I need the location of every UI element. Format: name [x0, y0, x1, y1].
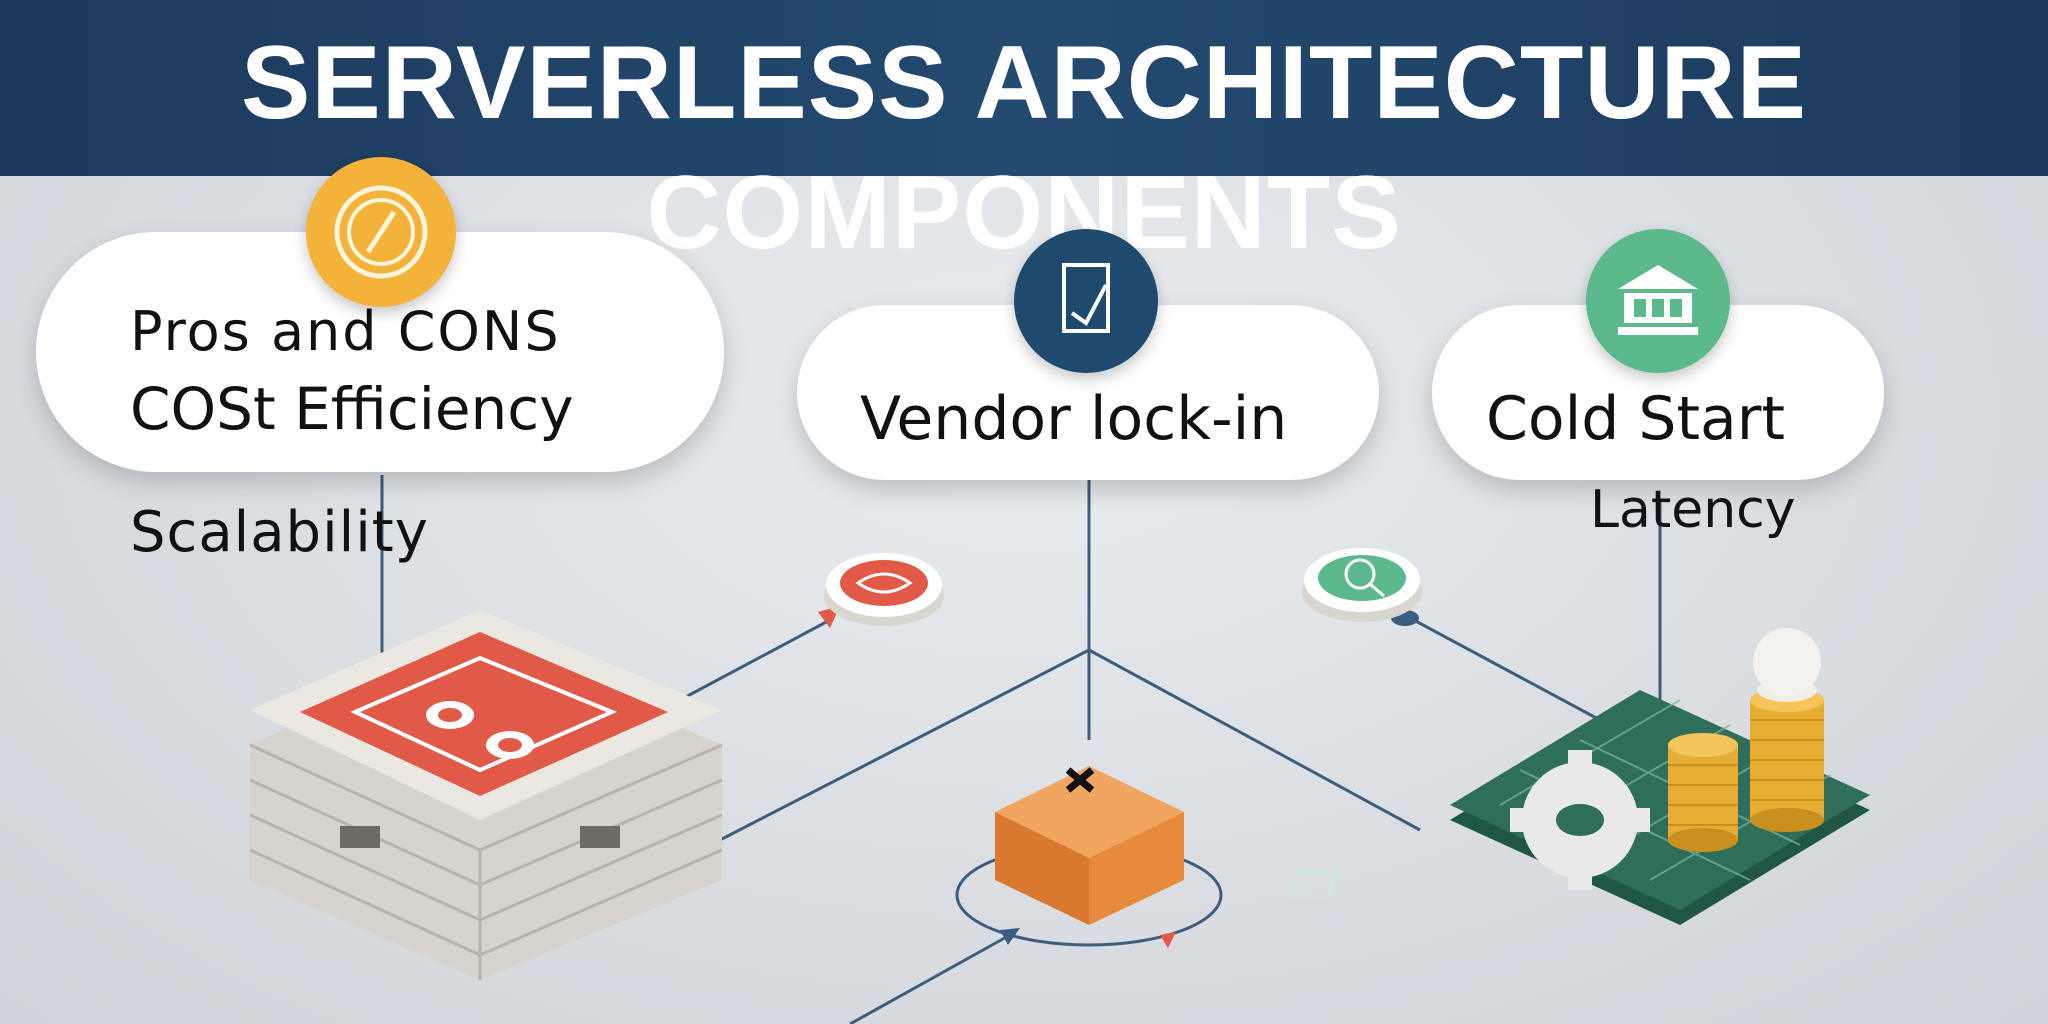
latency-label: Latency: [1590, 480, 1796, 540]
arrowhead-red-2: [1160, 932, 1176, 948]
coin-stack-icon: [1668, 628, 1824, 852]
chat-bubble-icon: [1302, 548, 1422, 622]
bank-icon: [1586, 229, 1730, 373]
server-stack-icon: [249, 610, 723, 980]
header-banner: [0, 0, 2048, 176]
coin-icon: [306, 157, 456, 307]
page-title: SERVERLESS ARCHITECTURE COMPONENTS: [241, 25, 1807, 271]
red-chip-icon: [824, 553, 944, 626]
arrowhead-blue: [1000, 928, 1020, 945]
document-icon: [1014, 229, 1158, 373]
card-pros-cons-line2: COSt Efficiency: [130, 375, 574, 443]
gear-icon: [1510, 750, 1650, 890]
card-vendor-lock-in-label: Vendor lock-in: [860, 384, 1288, 454]
card-pros-cons-line1: Pros and CONS: [130, 300, 561, 363]
connector-lines: [380, 475, 1662, 1024]
scalability-label: Scalability: [130, 500, 429, 565]
function-cube-icon: [995, 766, 1184, 925]
card-cold-start-label: Cold Start: [1486, 384, 1786, 454]
